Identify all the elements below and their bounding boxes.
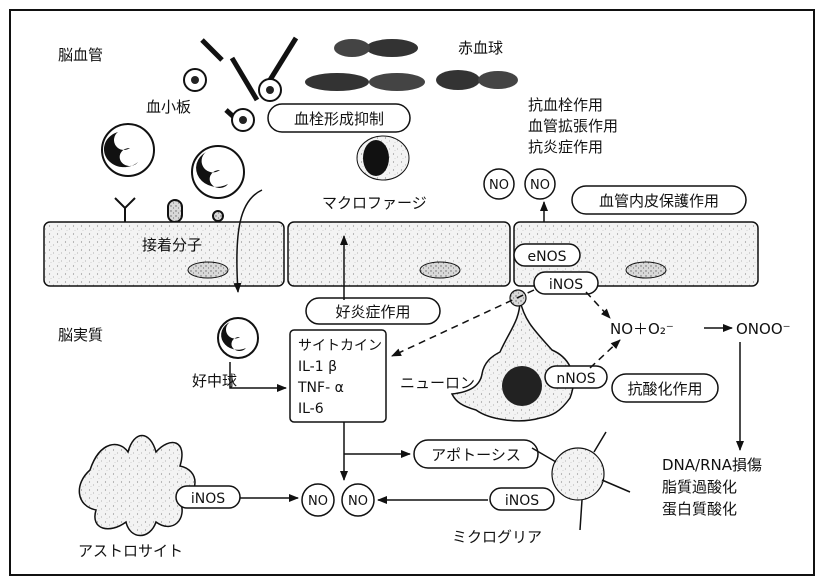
platelets [183,68,282,132]
inos-label-astrocyte: iNOS [191,491,225,507]
cytokine-item: IL-6 [298,401,324,417]
cytokine-item: TNF- α [297,380,344,396]
reaction-left: NO＋O₂⁻ [610,320,674,338]
inos-tag-microglia [489,487,555,511]
platelet-cluster [200,36,299,130]
neuron-cell [450,289,575,422]
inos-label-microglia: iNOS [505,493,539,509]
no-circle-top-2 [524,168,556,200]
box-apoptosis-label: アポトーシス [431,446,521,464]
box-thrombus-inhibition [267,103,411,133]
neutrophil-adhered-1 [101,123,155,177]
nnos-label: nNOS [556,371,595,387]
cytokine-item: IL-1 β [298,359,337,375]
no-circle-bottom-2 [341,483,375,517]
inos-tag-endothelium [533,271,599,295]
box-proinflammatory-label: 好炎症作用 [335,303,410,321]
adhesion-molecule-label: 接着分子 [142,236,202,254]
effect-antithrombotic: 抗血栓作用 [528,96,603,114]
cytokine-item: サイトカイン [298,338,382,354]
adhesion-molecules [114,197,224,223]
no-circle-bottom-1 [301,483,335,517]
box-antioxidant-label: 抗酸化作用 [627,380,702,398]
inos-tag-astrocyte [175,485,241,509]
inos-label-endothelium: iNOS [549,277,583,293]
flow-arrows [229,189,548,504]
damage-item: 蛋白質酸化 [662,500,737,518]
neutrophil-label: 好中球 [192,372,237,390]
astrocyte-label: アストロサイト [78,542,183,560]
damage-item: 脂質過酸化 [662,478,737,496]
neutrophil-adhered-2 [191,145,245,199]
no-label-bottom-1: NO [308,494,328,509]
neutrophil-parenchyma [217,317,259,359]
no-label-top-1: NO [489,178,509,193]
red-blood-cells [305,39,518,91]
rbc-label: 赤血球 [458,39,503,57]
box-thrombus-inhibition-label: 血栓形成抑制 [294,110,384,128]
region-label-blood-vessel: 脳血管 [58,46,103,64]
no-circle-top-1 [483,168,515,200]
box-endothelial-protection [571,185,747,215]
macrophage-nucleus [363,140,389,176]
effect-vasodilation: 血管拡張作用 [528,117,618,135]
no-label-bottom-2: NO [348,494,368,509]
no-label-top-2: NO [530,178,550,193]
effect-anti-inflammatory: 抗炎症作用 [528,138,603,156]
reaction-right: ONOO⁻ [736,320,791,338]
endothelial-cell-2 [287,221,511,287]
cytokine-box [289,329,387,423]
box-antioxidant [611,373,719,403]
box-apoptosis [413,439,539,469]
microglia-label: ミクログリア [452,528,542,546]
box-proinflammatory [305,297,441,325]
enos-tag [513,243,581,267]
microglia-cell [531,431,631,531]
dashed-arrows [391,289,621,369]
platelet-label: 血小板 [146,98,191,116]
macrophage-label: マクロファージ [322,194,427,212]
damage-item: DNA/RNA損傷 [662,456,762,474]
region-label-parenchyma: 脳実質 [58,326,103,344]
nnos-tag [544,365,608,389]
neuron-label: ニューロン [400,374,475,392]
box-endothelial-protection-label: 血管内皮保護作用 [599,192,719,210]
endothelial-cell-1 [43,221,285,287]
enos-label: eNOS [528,249,567,265]
